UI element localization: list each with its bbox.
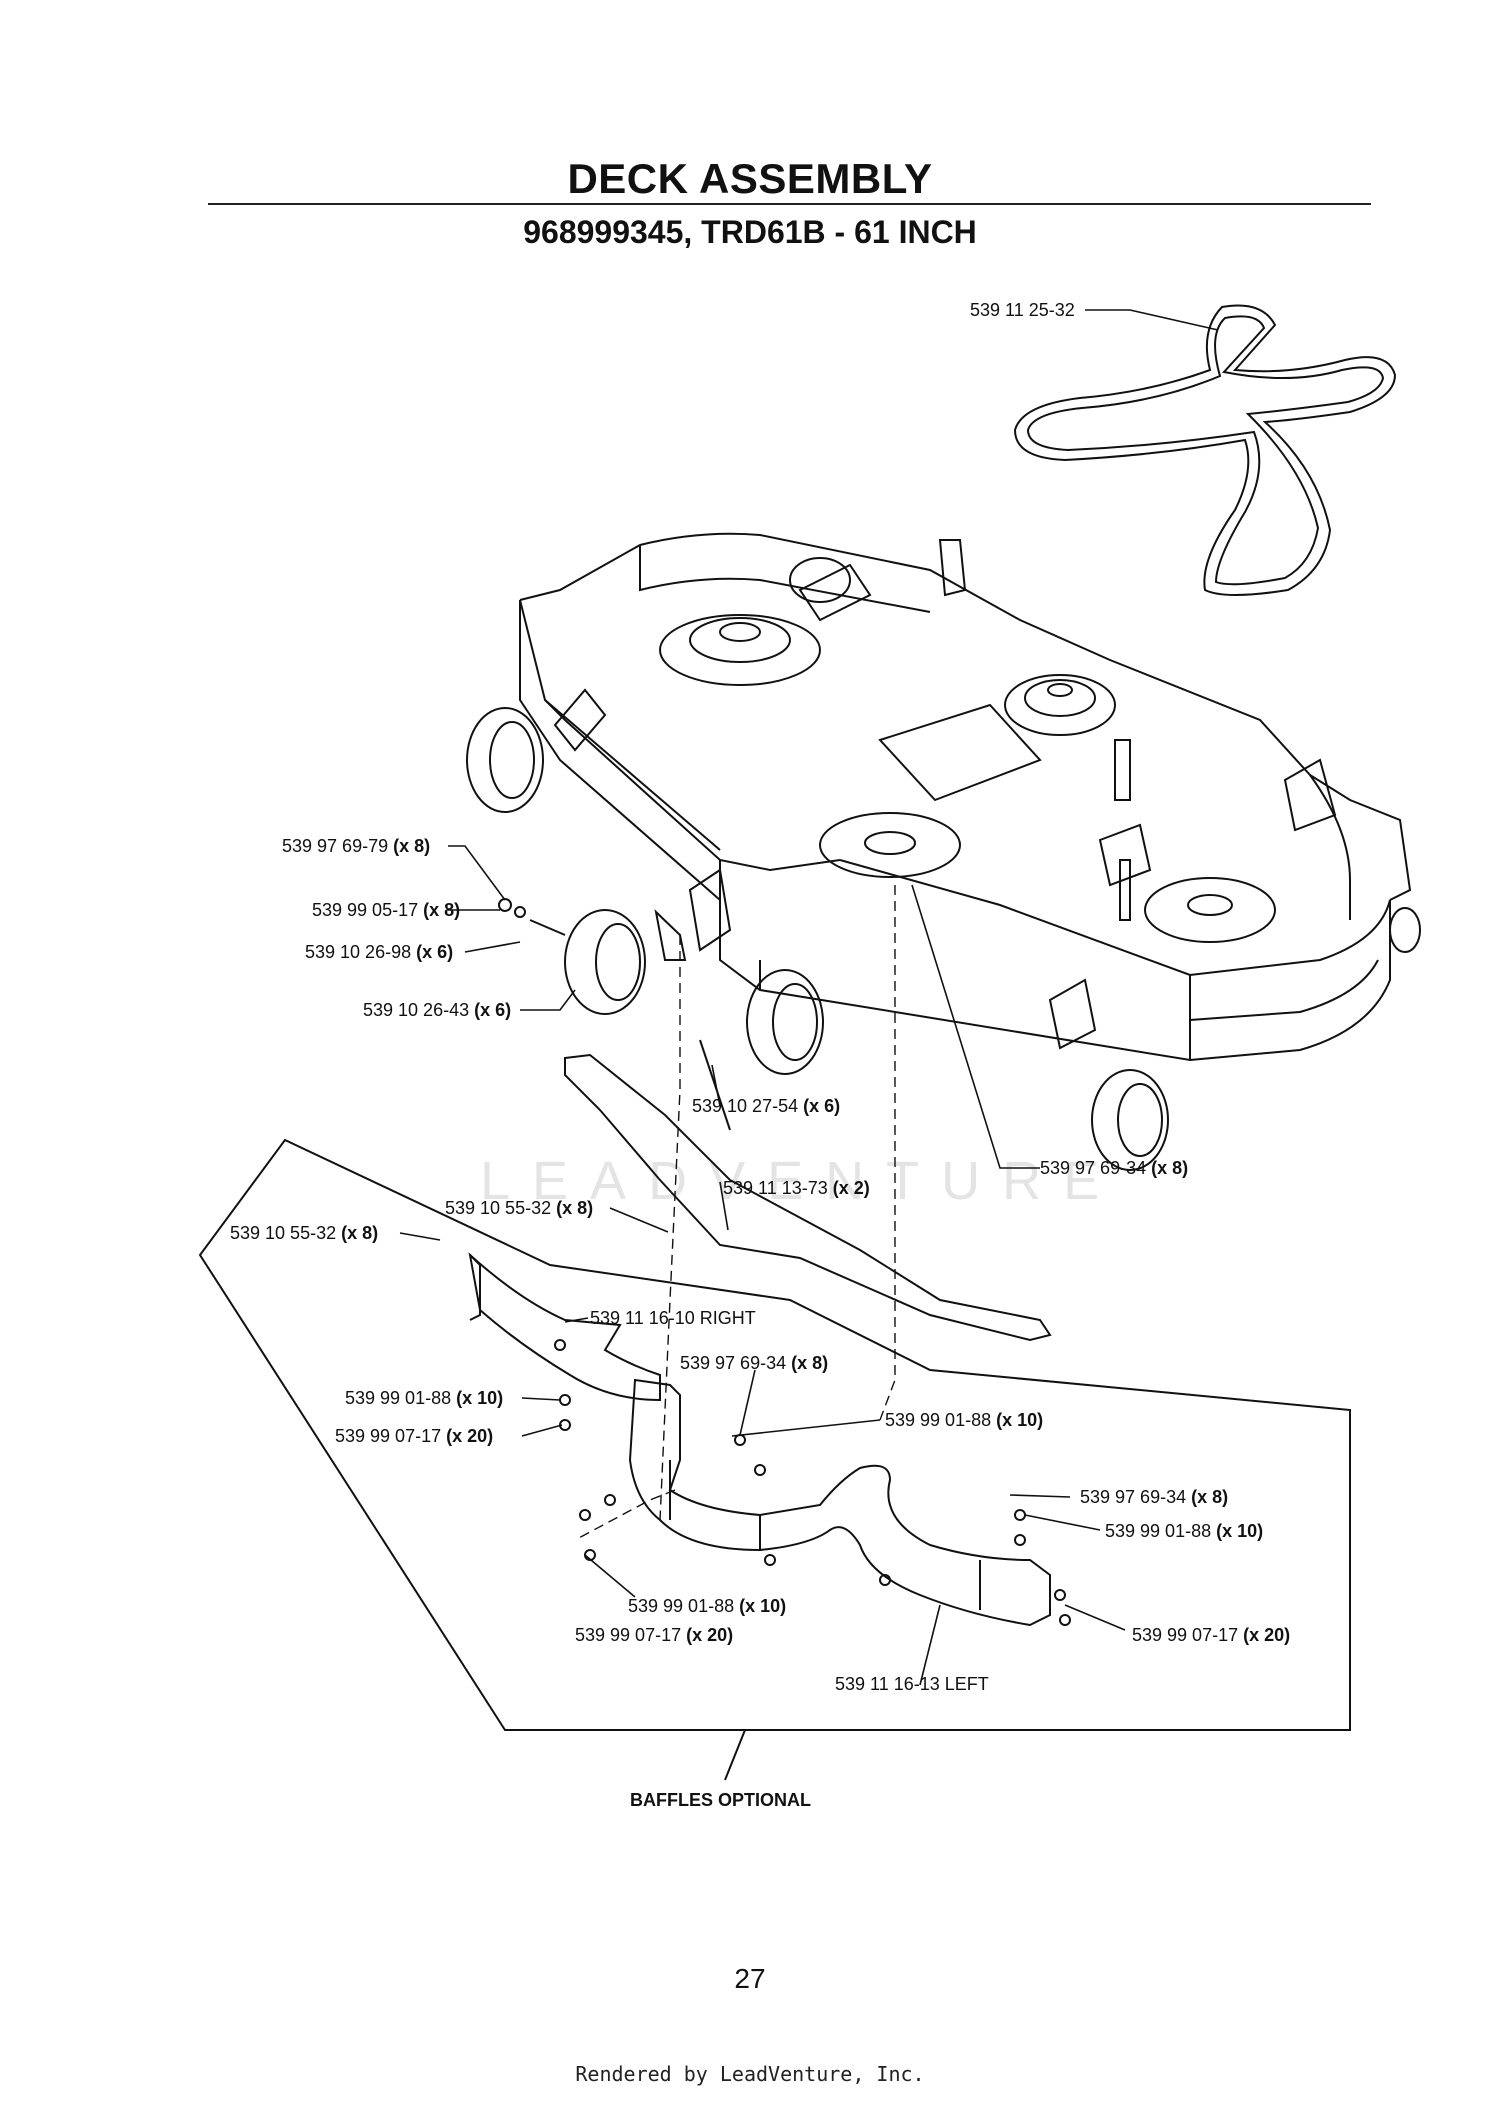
callout-label: 539 99 07-17 (x 20)	[575, 1625, 733, 1645]
callout-label: 539 10 26-43 (x 6)	[363, 1000, 511, 1020]
callout-label: 539 99 01-88 (x 10)	[885, 1410, 1043, 1430]
page-subtitle: 968999345, TRD61B - 61 INCH	[523, 214, 977, 250]
callout-label: 539 10 55-32 (x 8)	[230, 1223, 378, 1243]
anti-scalp-bar-drawing	[564, 1053, 1052, 1342]
callout-label: 539 10 55-32 (x 8)	[445, 1198, 593, 1218]
rendered-by-footer: Rendered by LeadVenture, Inc.	[575, 2062, 925, 2086]
watermark: LEADVENTURE	[480, 1151, 1122, 1211]
callout-label: 539 11 25-32	[970, 300, 1075, 320]
belt-drawing	[1013, 304, 1397, 596]
callout-label: 539 97 69-34 (x 8)	[1040, 1158, 1188, 1178]
callout-label: 539 11 13-73 (x 2)	[723, 1178, 870, 1198]
alignment-dashed-lines	[574, 885, 896, 1541]
callout-label: 539 99 05-17 (x 8)	[312, 900, 460, 920]
callout-labels: 539 11 25-32 539 97 69-79 (x 8) 539 99 0…	[230, 300, 1290, 1810]
leader-lines	[399, 309, 1219, 1686]
callout-label: 539 97 69-34 (x 8)	[1080, 1487, 1228, 1507]
baffles-optional-bracket	[198, 1138, 1351, 1781]
callout-label: 539 97 69-34 (x 8)	[680, 1353, 828, 1373]
callout-label: 539 99 01-88 (x 10)	[1105, 1521, 1263, 1541]
callout-label: 539 99 07-17 (x 20)	[335, 1426, 493, 1446]
baffles-drawing	[468, 1252, 1071, 1627]
callout-label: 539 11 16-10 RIGHT	[590, 1308, 756, 1328]
baffles-optional-label: BAFFLES OPTIONAL	[630, 1790, 811, 1810]
callout-label: 539 10 26-98 (x 6)	[305, 942, 453, 962]
mower-deck-drawing	[466, 532, 1421, 1171]
callout-label: 539 10 27-54 (x 6)	[692, 1096, 840, 1116]
page-number: 27	[734, 1963, 766, 1994]
callout-label: 539 97 69-79 (x 8)	[282, 836, 430, 856]
title-rule	[208, 203, 1371, 205]
caster-wheel-drawing	[498, 898, 731, 1131]
callout-label: 539 99 01-88 (x 10)	[345, 1388, 503, 1408]
page-title: DECK ASSEMBLY	[567, 155, 933, 202]
callout-label: 539 99 07-17 (x 20)	[1132, 1625, 1290, 1645]
callout-label: 539 99 01-88 (x 10)	[628, 1596, 786, 1616]
callout-label: 539 11 16-13 LEFT	[835, 1674, 989, 1694]
